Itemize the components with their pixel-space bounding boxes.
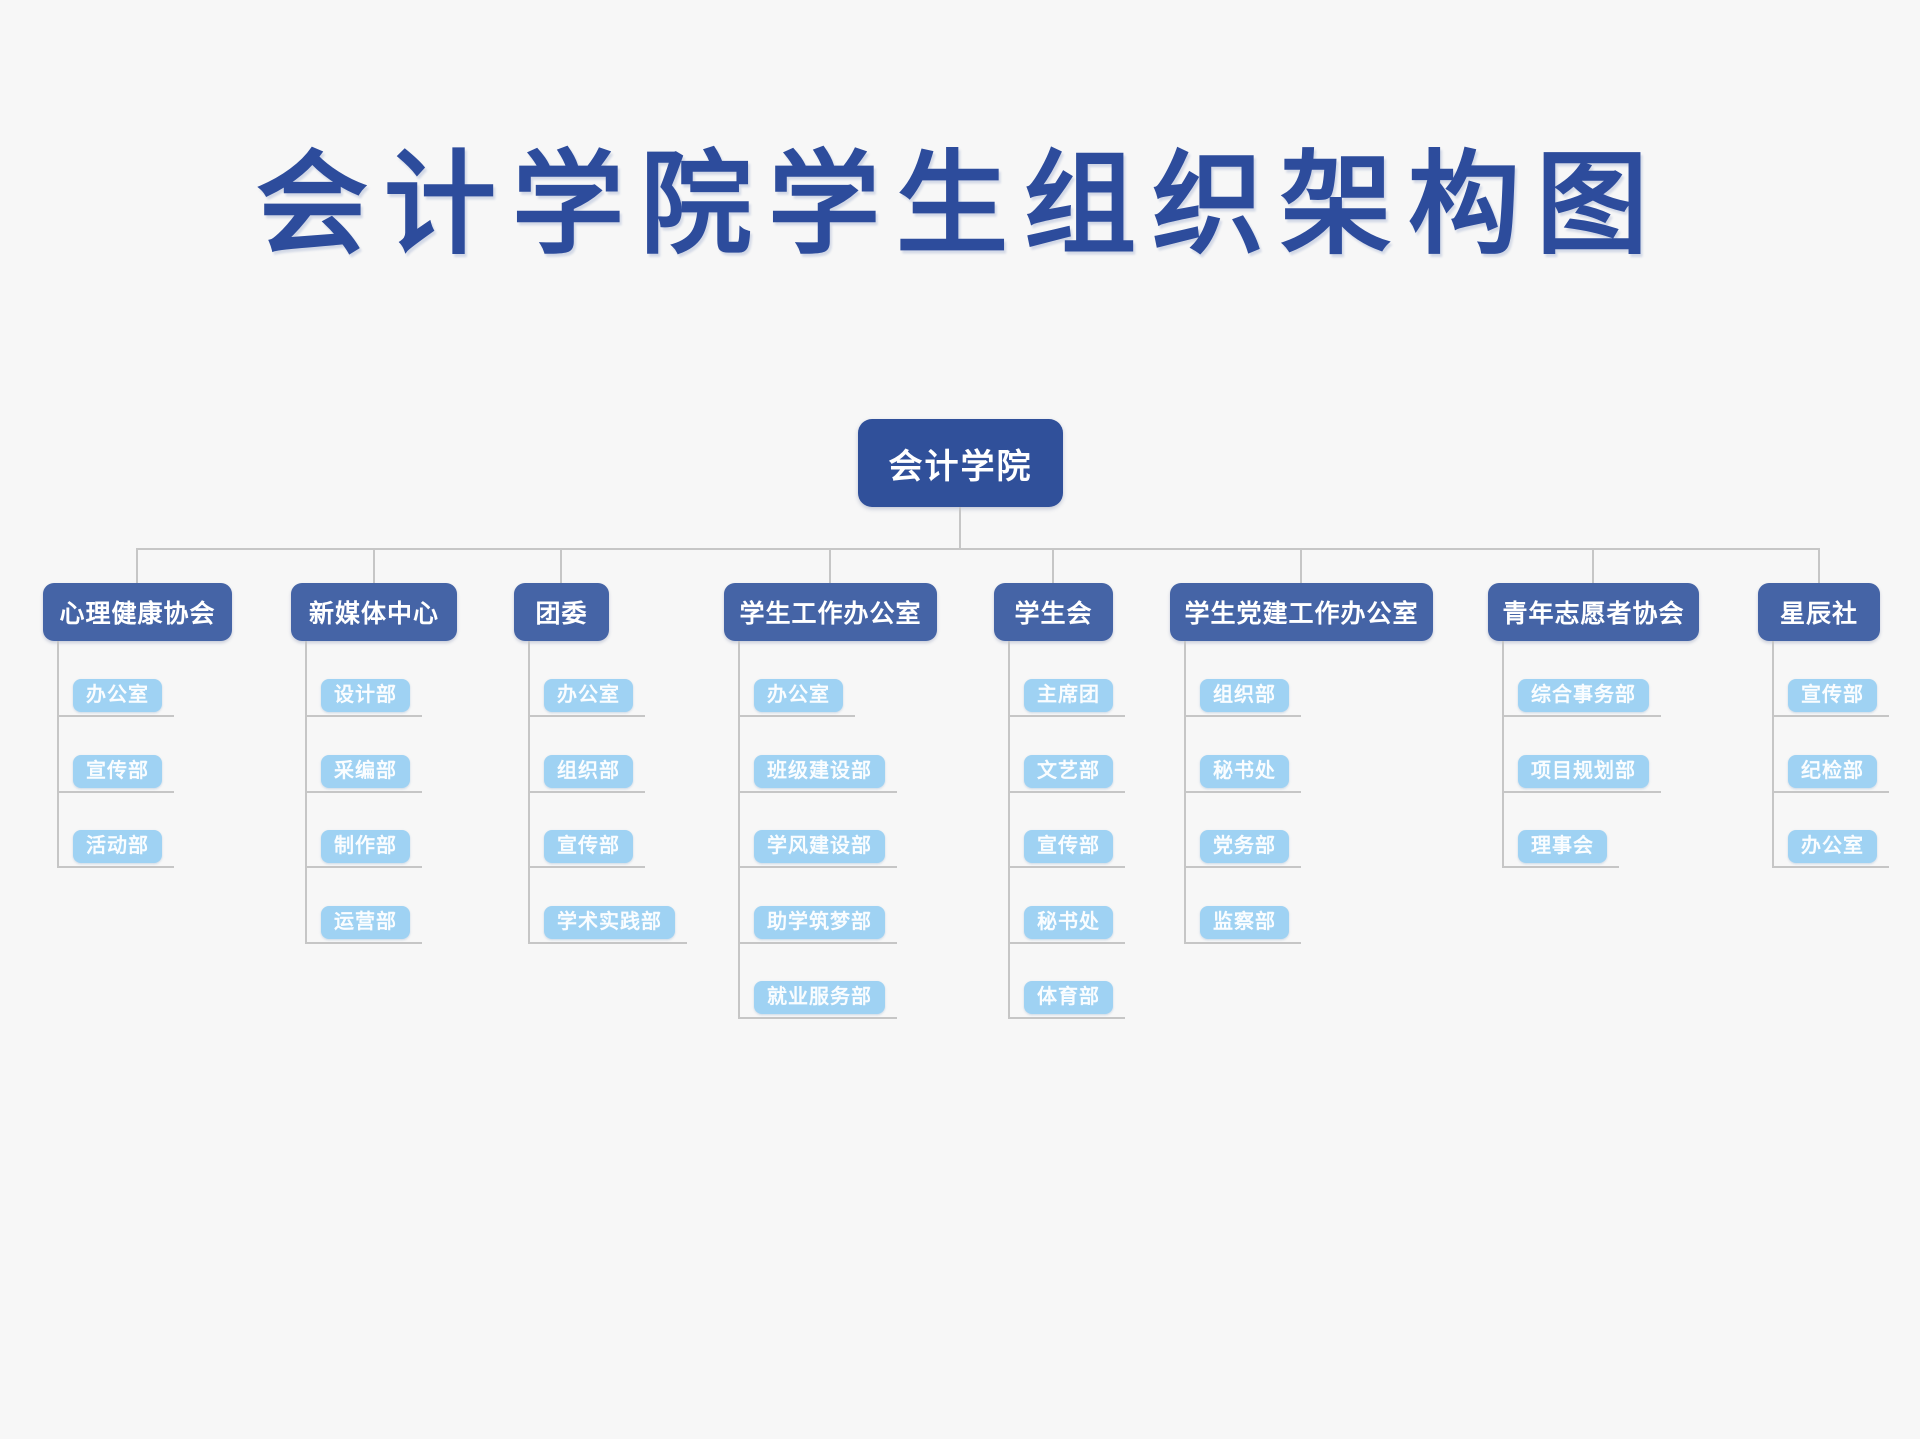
dept-row: 组织部 bbox=[528, 755, 645, 793]
connector-branch-drop bbox=[1592, 548, 1594, 583]
connector-root-drop bbox=[959, 507, 961, 550]
dept-row: 秘书处 bbox=[1184, 755, 1301, 793]
connector-branch-trunk bbox=[1008, 641, 1010, 1019]
org-node-dept: 综合事务部 bbox=[1518, 679, 1649, 712]
connector-branch-drop bbox=[136, 548, 138, 583]
dept-row: 宣传部 bbox=[528, 830, 645, 868]
org-node-dept: 组织部 bbox=[1200, 679, 1289, 712]
org-node-dept: 监察部 bbox=[1200, 906, 1289, 939]
org-node-dept: 办公室 bbox=[754, 679, 843, 712]
connector-branch-drop bbox=[1300, 548, 1302, 583]
org-node-dept: 学术实践部 bbox=[544, 906, 675, 939]
org-node-dept: 制作部 bbox=[321, 830, 410, 863]
org-node-dept: 设计部 bbox=[321, 679, 410, 712]
org-node-dept: 党务部 bbox=[1200, 830, 1289, 863]
dept-row: 班级建设部 bbox=[738, 755, 897, 793]
org-node-branch: 心理健康协会 bbox=[43, 583, 232, 641]
org-node-dept: 宣传部 bbox=[1788, 679, 1877, 712]
org-node-dept: 运营部 bbox=[321, 906, 410, 939]
org-node-branch: 新媒体中心 bbox=[291, 583, 457, 641]
connector-branch-trunk bbox=[1772, 641, 1774, 868]
connector-branch-drop bbox=[1818, 548, 1820, 583]
dept-row: 活动部 bbox=[57, 830, 174, 868]
org-node-dept: 秘书处 bbox=[1200, 755, 1289, 788]
dept-row: 就业服务部 bbox=[738, 981, 897, 1019]
dept-row: 办公室 bbox=[738, 679, 855, 717]
org-node-dept: 办公室 bbox=[1788, 830, 1877, 863]
dept-row: 办公室 bbox=[57, 679, 174, 717]
org-node-dept: 秘书处 bbox=[1024, 906, 1113, 939]
org-node-dept: 理事会 bbox=[1518, 830, 1607, 863]
org-node-dept: 主席团 bbox=[1024, 679, 1113, 712]
connector-branch-drop bbox=[829, 548, 831, 583]
org-node-branch: 学生会 bbox=[994, 583, 1113, 641]
org-node-branch: 星辰社 bbox=[1758, 583, 1880, 641]
org-node-dept: 办公室 bbox=[73, 679, 162, 712]
org-node-dept: 宣传部 bbox=[73, 755, 162, 788]
dept-row: 学术实践部 bbox=[528, 906, 687, 944]
dept-row: 纪检部 bbox=[1772, 755, 1889, 793]
dept-row: 组织部 bbox=[1184, 679, 1301, 717]
org-node-branch: 学生工作办公室 bbox=[724, 583, 937, 641]
dept-row: 监察部 bbox=[1184, 906, 1301, 944]
dept-row: 办公室 bbox=[1772, 830, 1889, 868]
dept-row: 运营部 bbox=[305, 906, 422, 944]
dept-row: 制作部 bbox=[305, 830, 422, 868]
connector-branch-drop bbox=[560, 548, 562, 583]
connector-branch-drop bbox=[1052, 548, 1054, 583]
dept-row: 宣传部 bbox=[1008, 830, 1125, 868]
org-node-dept: 办公室 bbox=[544, 679, 633, 712]
dept-row: 项目规划部 bbox=[1502, 755, 1661, 793]
dept-row: 学风建设部 bbox=[738, 830, 897, 868]
dept-row: 宣传部 bbox=[1772, 679, 1889, 717]
org-node-dept: 助学筑梦部 bbox=[754, 906, 885, 939]
dept-row: 党务部 bbox=[1184, 830, 1301, 868]
dept-row: 文艺部 bbox=[1008, 755, 1125, 793]
dept-row: 采编部 bbox=[305, 755, 422, 793]
org-node-dept: 组织部 bbox=[544, 755, 633, 788]
connector-branch-trunk bbox=[738, 641, 740, 1019]
dept-row: 设计部 bbox=[305, 679, 422, 717]
org-node-dept: 学风建设部 bbox=[754, 830, 885, 863]
org-node-dept: 活动部 bbox=[73, 830, 162, 863]
org-node-dept: 宣传部 bbox=[544, 830, 633, 863]
dept-row: 办公室 bbox=[528, 679, 645, 717]
dept-row: 体育部 bbox=[1008, 981, 1125, 1019]
dept-row: 综合事务部 bbox=[1502, 679, 1661, 717]
org-node-dept: 项目规划部 bbox=[1518, 755, 1649, 788]
connector-bus bbox=[136, 548, 1820, 550]
org-node-branch: 团委 bbox=[514, 583, 609, 641]
org-node-dept: 文艺部 bbox=[1024, 755, 1113, 788]
org-node-dept: 纪检部 bbox=[1788, 755, 1877, 788]
org-node-dept: 体育部 bbox=[1024, 981, 1113, 1014]
connector-branch-trunk bbox=[57, 641, 59, 868]
dept-row: 主席团 bbox=[1008, 679, 1125, 717]
connector-branch-trunk bbox=[1502, 641, 1504, 868]
org-node-dept: 班级建设部 bbox=[754, 755, 885, 788]
dept-row: 秘书处 bbox=[1008, 906, 1125, 944]
org-node-branch: 学生党建工作办公室 bbox=[1170, 583, 1433, 641]
org-node-root: 会计学院 bbox=[858, 419, 1063, 507]
org-node-dept: 就业服务部 bbox=[754, 981, 885, 1014]
org-node-dept: 宣传部 bbox=[1024, 830, 1113, 863]
chart-title: 会计学院学生组织架构图 bbox=[256, 144, 1664, 268]
dept-row: 宣传部 bbox=[57, 755, 174, 793]
dept-row: 助学筑梦部 bbox=[738, 906, 897, 944]
org-node-dept: 采编部 bbox=[321, 755, 410, 788]
org-node-branch: 青年志愿者协会 bbox=[1488, 583, 1699, 641]
dept-row: 理事会 bbox=[1502, 830, 1619, 868]
connector-branch-drop bbox=[373, 548, 375, 583]
